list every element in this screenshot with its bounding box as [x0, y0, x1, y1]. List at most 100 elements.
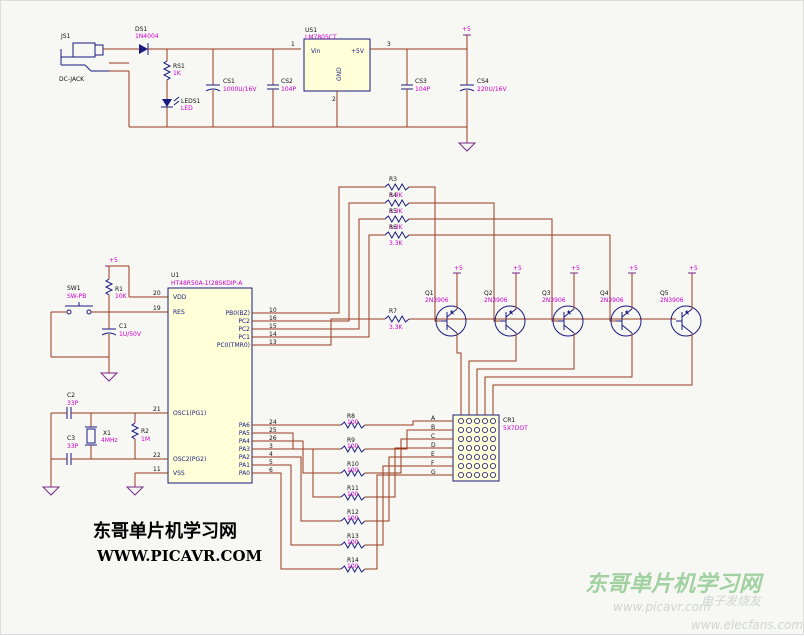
matrix-led — [489, 453, 496, 460]
column-wire — [269, 218, 385, 330]
matrix-led — [457, 471, 464, 478]
matrix-led — [481, 426, 488, 433]
row-resistor — [340, 540, 366, 550]
r1-value: 10K — [115, 293, 128, 300]
vcc-label: +5 — [689, 265, 698, 272]
row-resistor — [340, 468, 366, 478]
mcu-right-pin-name: PC2 — [238, 318, 250, 325]
matrix-led — [473, 444, 480, 451]
mcu-right-pin-name: PC0(TMR0) — [217, 342, 250, 349]
vcc-label: +5 — [513, 265, 522, 272]
row-wire — [365, 456, 453, 522]
transistor-body — [494, 305, 526, 337]
column-resistor-value: 3.3K — [389, 192, 404, 199]
matrix-led — [489, 444, 496, 451]
watermark-logo: 电子发烧友 — [701, 594, 763, 608]
u1-label: U1 — [171, 272, 179, 279]
mcu-left-pin-name: RES — [173, 309, 185, 316]
us1-pin1: 1 — [291, 41, 295, 48]
column-resistor-label: R3 — [389, 176, 397, 183]
transistor-label: Q4 — [600, 290, 609, 297]
row-letter: G — [431, 469, 436, 476]
row-resistor-value: 100 — [347, 443, 359, 450]
matrix-led — [481, 471, 488, 478]
cs2-value: 104P — [281, 86, 296, 93]
transistor-collector — [621, 324, 633, 334]
column-to-matrix-wire — [476, 333, 575, 415]
mcu-right-pin-name: PA0 — [239, 470, 250, 477]
transistor-value: 2N3906 — [484, 297, 508, 304]
mcu-left-pin-number: 20 — [153, 290, 161, 297]
mcu-right-pin-number: 24 — [269, 419, 277, 426]
column-resistor-value: 3.3K — [389, 240, 404, 247]
mcu-right-pin-name: PA5 — [239, 430, 250, 437]
row-resistor — [340, 564, 366, 574]
matrix-led — [489, 471, 496, 478]
column-resistor — [384, 214, 410, 224]
mcu-left-pin-number: 22 — [153, 452, 161, 459]
transistor-body — [670, 305, 702, 337]
column-to-matrix-wire — [456, 333, 462, 415]
column-to-matrix-wire — [468, 333, 517, 415]
regulator-us1 — [303, 38, 371, 92]
column-resistor-value: 3.3K — [389, 208, 404, 215]
sw1-label: SW1 — [67, 285, 81, 292]
matrix-led — [489, 462, 496, 469]
js1-label: JS1 — [60, 33, 71, 40]
mcu-left-pin-name: VSS — [173, 470, 185, 477]
c2-label: C2 — [67, 392, 75, 399]
row-resistor-label: R9 — [347, 437, 355, 444]
transistor-value: 2N3906 — [542, 297, 566, 304]
mcu-right-pin-number: 15 — [269, 323, 277, 330]
mcu-right-pin-number: 3 — [269, 443, 273, 450]
row-letter: E — [431, 451, 435, 458]
ground-symbol-reset — [99, 372, 119, 382]
watermark-site: www.picavr.com — [613, 600, 711, 614]
resistor-rs1 — [162, 60, 172, 81]
matrix-led — [465, 462, 472, 469]
transistor-body — [435, 305, 467, 337]
row-resistor — [340, 492, 366, 502]
plus5v-pin-label: +5V — [351, 48, 365, 55]
leds1-label: LEDS1 — [181, 98, 201, 105]
cs4-value: 220U/16V — [477, 86, 508, 93]
transistor-label: Q3 — [542, 290, 551, 297]
row-resistor-value: 100 — [347, 515, 359, 522]
resistor-r1 — [104, 278, 114, 296]
dcjack-label: DC-JACK — [59, 76, 85, 83]
row-wire — [365, 447, 453, 498]
column-to-matrix-wire — [484, 333, 633, 415]
row-wire — [269, 464, 341, 546]
row-letter: B — [431, 424, 435, 431]
leds1-value: LED — [181, 105, 193, 112]
c3-label: C3 — [67, 435, 75, 442]
matrix-led — [457, 426, 464, 433]
row-resistor-label: R8 — [347, 413, 355, 420]
matrix-led — [481, 462, 488, 469]
column-to-matrix-wire — [492, 333, 693, 415]
mcu-right-pin-name: PA3 — [239, 446, 250, 453]
row-resistor-section: R8100AR9100BR10100CR11100DR12100ER13100F… — [269, 413, 453, 574]
transistor-collector — [563, 324, 575, 334]
mcu-right-pin-number: 16 — [269, 315, 277, 322]
us1-label: US1 — [305, 27, 317, 34]
row-resistor-value: 100 — [347, 419, 359, 426]
matrix-led — [457, 444, 464, 451]
transistor-label: Q5 — [660, 290, 669, 297]
ds1-value: 1N4004 — [135, 33, 159, 40]
row-resistor-label: R13 — [347, 533, 359, 540]
transistor-collector — [446, 324, 458, 334]
transistor-arrow — [567, 310, 571, 315]
cs2-label: CS2 — [281, 78, 293, 85]
column-resistor-label: R4 — [389, 192, 397, 199]
matrix-led — [489, 417, 496, 424]
row-wire — [269, 456, 341, 522]
transistor-arrow — [625, 310, 629, 315]
mcu-right-pin-number: 13 — [269, 339, 277, 346]
matrix-led — [465, 426, 472, 433]
transistor-collector — [681, 324, 693, 334]
mcu-right-pin-number: 14 — [269, 331, 277, 338]
matrix-led — [481, 444, 488, 451]
transistor-body — [610, 305, 642, 337]
row-resistor-value: 100 — [347, 563, 359, 570]
